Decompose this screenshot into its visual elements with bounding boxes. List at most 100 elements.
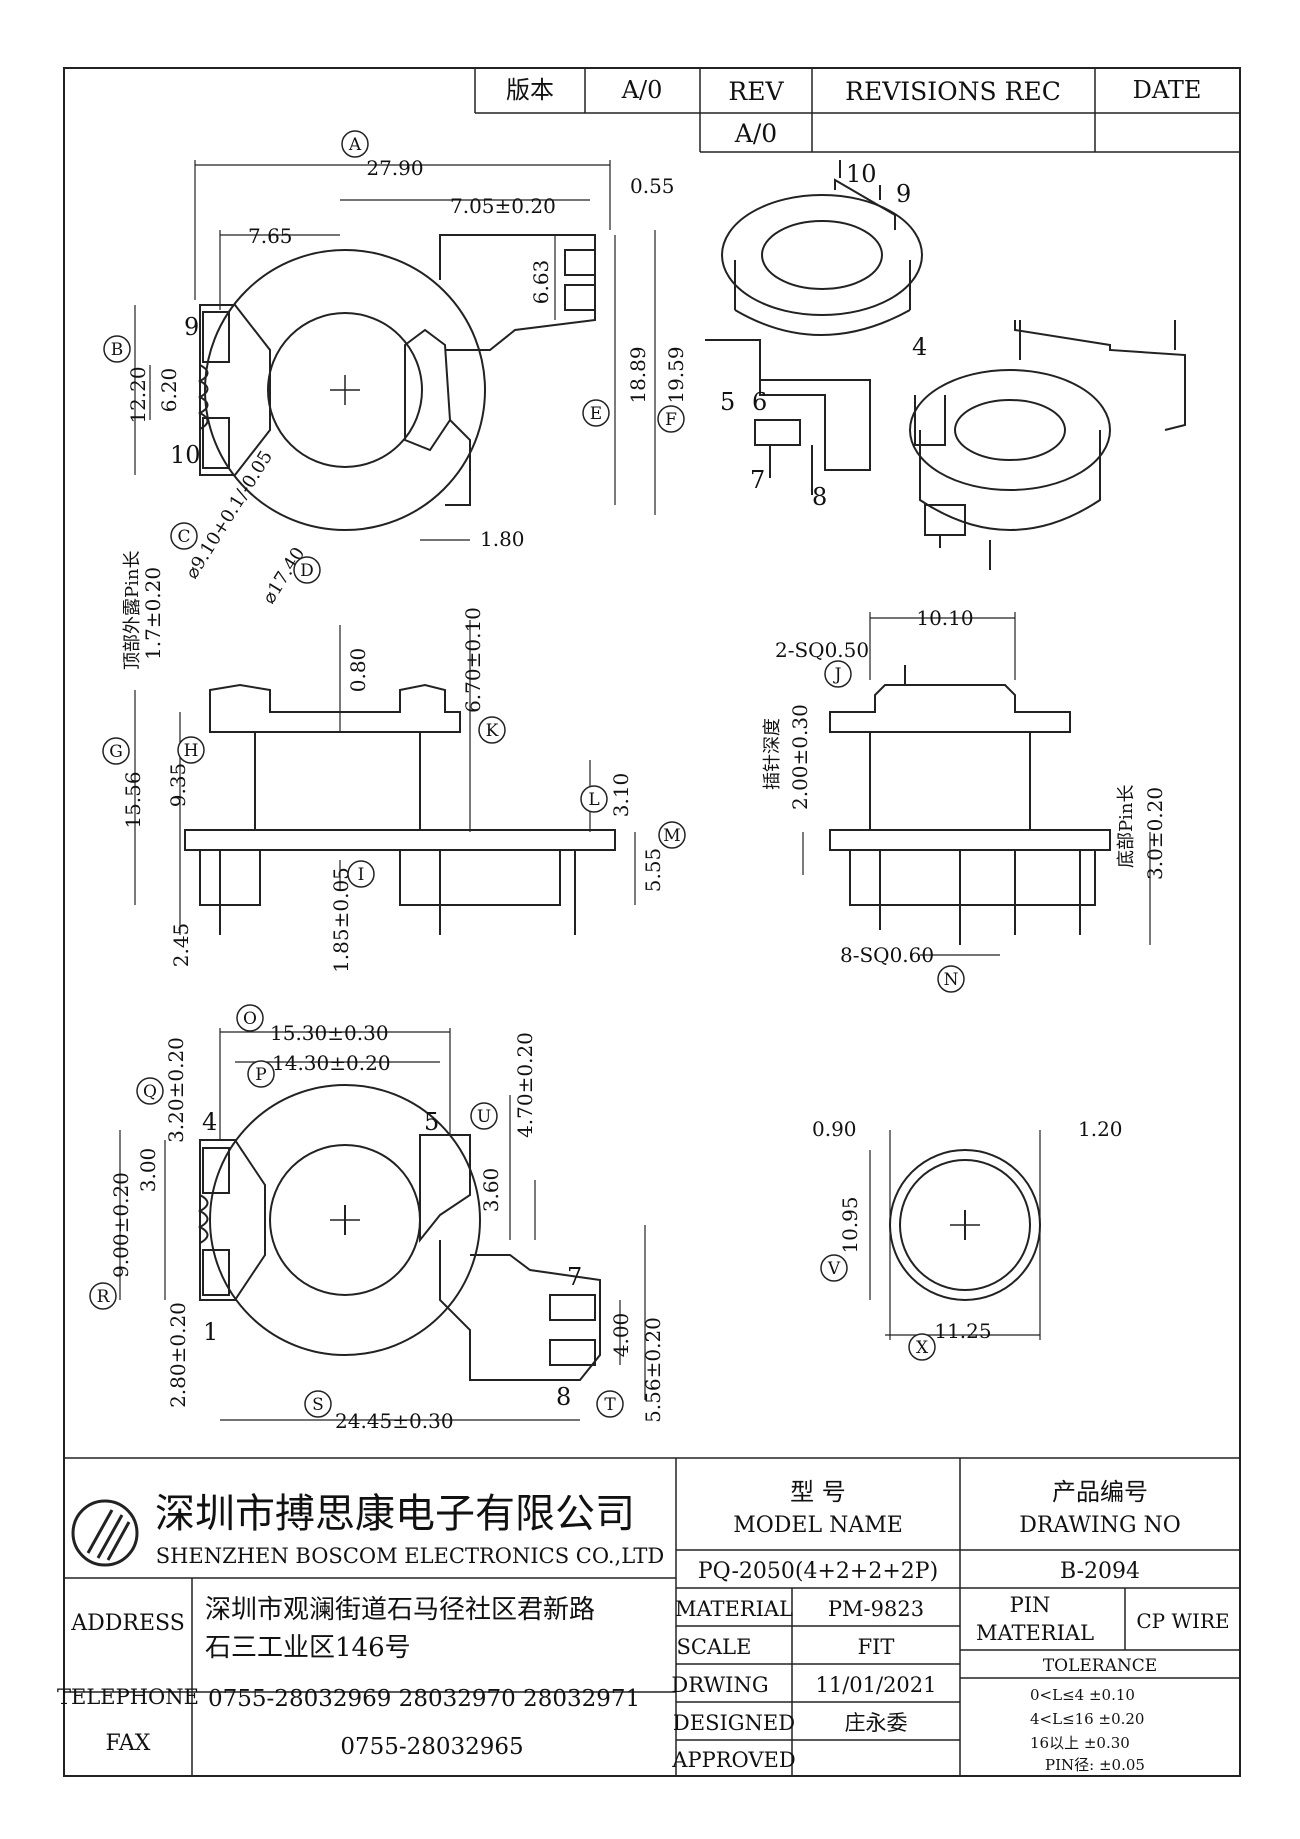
bottom-view: [197, 1084, 601, 1381]
iso-pin-label-4: 4: [912, 333, 927, 361]
marker-b: B: [111, 340, 124, 360]
dim-a-mid: 7.05±0.20: [450, 194, 556, 218]
dim-bottom-pin: 底部Pin长: [1116, 785, 1137, 868]
marker-h: H: [184, 741, 199, 761]
dim-pin-height: 6.63: [529, 260, 553, 305]
dim-top-pin: 顶部外露Pin长: [122, 551, 143, 670]
dim-e: 18.89: [626, 346, 650, 403]
dim-g: 15.56: [121, 771, 145, 828]
dim-o: 15.30±0.30: [270, 1021, 389, 1045]
ring-section: [889, 1149, 1041, 1301]
dim-r2: 2.80±0.20: [166, 1302, 190, 1408]
date-header: DATE: [1133, 76, 1202, 104]
company-logo: [71, 1499, 139, 1567]
marker-x: X: [916, 1338, 929, 1358]
iso-pin-label-8: 8: [812, 483, 827, 511]
dim-h-small: 0.80: [346, 648, 370, 693]
designed-value: 庄永委: [845, 1711, 908, 1735]
dim-insert-depth: 插针深度: [762, 718, 783, 790]
bottom-pin-label-1: 1: [203, 1318, 218, 1346]
pin-material-line1: PIN: [1010, 1593, 1051, 1617]
tolerance-row-2: 4<L≤16 ±0.20: [1030, 1710, 1144, 1728]
dim-a-left: 7.65: [248, 224, 293, 248]
dim-s: 24.45±0.30: [335, 1409, 454, 1433]
marker-o: O: [243, 1009, 257, 1029]
pin-material-value: CP WIRE: [1136, 1609, 1229, 1633]
marker-c: C: [177, 527, 190, 547]
rev-value: A/0: [734, 119, 777, 148]
tolerance-row-4: PIN径: ±0.05: [1045, 1756, 1145, 1774]
marker-p: P: [255, 1065, 266, 1085]
rev-header: REV: [728, 77, 784, 106]
drawing-date-label: DRWING: [671, 1673, 768, 1697]
drawing-cn: 产品编号: [1052, 1478, 1148, 1506]
dim-b-height: 12.20: [126, 366, 150, 423]
scale-label: SCALE: [677, 1635, 752, 1659]
top-pin-label-10: 10: [170, 441, 201, 469]
dim-k: 6.70±0.10: [461, 607, 485, 713]
marker-f: F: [665, 410, 677, 430]
drawing-date-value: 11/01/2021: [815, 1673, 936, 1697]
marker-n: N: [944, 970, 959, 990]
dim-l: 3.10: [609, 773, 633, 818]
bottom-view-dims: [119, 1028, 646, 1421]
dim-u: 4.70±0.20: [513, 1032, 537, 1138]
marker-u: U: [477, 1107, 491, 1127]
approved-label: APPROVED: [671, 1748, 795, 1772]
marker-l: L: [588, 790, 599, 810]
ring-section-dims: [869, 1130, 1041, 1340]
side-view: [184, 683, 616, 935]
dim-p: 14.30±0.20: [272, 1051, 391, 1075]
dim-i: 1.85±0.05: [329, 867, 353, 973]
drawing-value: B-2094: [1060, 1559, 1140, 1584]
dim-m: 5.55: [641, 848, 665, 893]
dim-three-six: 3.60: [479, 1168, 503, 1213]
bottom-pin-label-8: 8: [556, 1383, 571, 1411]
marker-d: D: [300, 561, 314, 581]
bottom-pin-label-7: 7: [567, 1263, 582, 1291]
tolerance-row-3: 16以上 ±0.30: [1030, 1734, 1130, 1752]
front-view-dims: [802, 612, 1151, 956]
dim-base-offset: 1.80: [480, 527, 525, 551]
marker-k: K: [486, 721, 499, 741]
company-name-en: SHENZHEN BOSCOM ELECTRONICS CO.,LTD: [156, 1544, 665, 1568]
dim-j-top: 10.10: [916, 606, 973, 630]
dim-insert-depth-val: 2.00±0.30: [788, 704, 812, 810]
marker-s: S: [312, 1395, 324, 1415]
dim-three: 3.00: [136, 1148, 160, 1193]
fax-value: 0755-28032965: [340, 1734, 523, 1760]
marker-i: I: [358, 865, 365, 885]
dim-f: 19.59: [664, 346, 688, 403]
telephone-label: TELEPHONE: [57, 1685, 199, 1709]
dim-ring-right: 1.20: [1078, 1117, 1123, 1141]
company-name-cn: 深圳市搏思康电子有限公司: [155, 1491, 635, 1537]
address-label: ADDRESS: [70, 1611, 185, 1636]
address-line2: 石三工业区146号: [205, 1633, 411, 1663]
telephone-value: 0755-28032969 28032970 28032971: [208, 1686, 640, 1712]
tolerance-row-1: 0<L≤4 ±0.10: [1030, 1686, 1135, 1704]
fax-label: FAX: [106, 1731, 151, 1756]
scale-value: FIT: [858, 1635, 895, 1659]
dim-ring-left: 0.90: [812, 1117, 857, 1141]
dim-b-inner: 6.20: [157, 368, 181, 413]
model-value: PQ-2050(4+2+2+2P): [698, 1559, 938, 1584]
marker-j: J: [833, 665, 842, 685]
dim-v: 10.95: [838, 1196, 862, 1253]
dim-t: 5.56±0.20: [641, 1317, 665, 1423]
model-en: MODEL NAME: [733, 1513, 903, 1538]
material-label: MATERIAL: [675, 1597, 793, 1621]
marker-e: E: [590, 404, 602, 424]
dim-x: 11.25: [934, 1319, 991, 1343]
dim-bottom-pin-val: 3.0±0.20: [1143, 787, 1167, 880]
iso-pin-label-6: 6: [752, 388, 767, 416]
dim-j-sq: 2-SQ0.50: [775, 638, 869, 662]
pin-material-line2: MATERIAL: [976, 1621, 1094, 1645]
revisions-header: REVISIONS REC: [845, 77, 1061, 106]
dim-a-small: 0.55: [630, 174, 675, 198]
dim-q: 3.20±0.20: [164, 1037, 188, 1143]
marker-r: R: [97, 1287, 111, 1307]
designed-label: DESIGNED: [673, 1711, 795, 1735]
top-view: [197, 234, 596, 531]
marker-a: A: [348, 135, 362, 155]
iso-pin-label-9: 9: [896, 180, 911, 208]
